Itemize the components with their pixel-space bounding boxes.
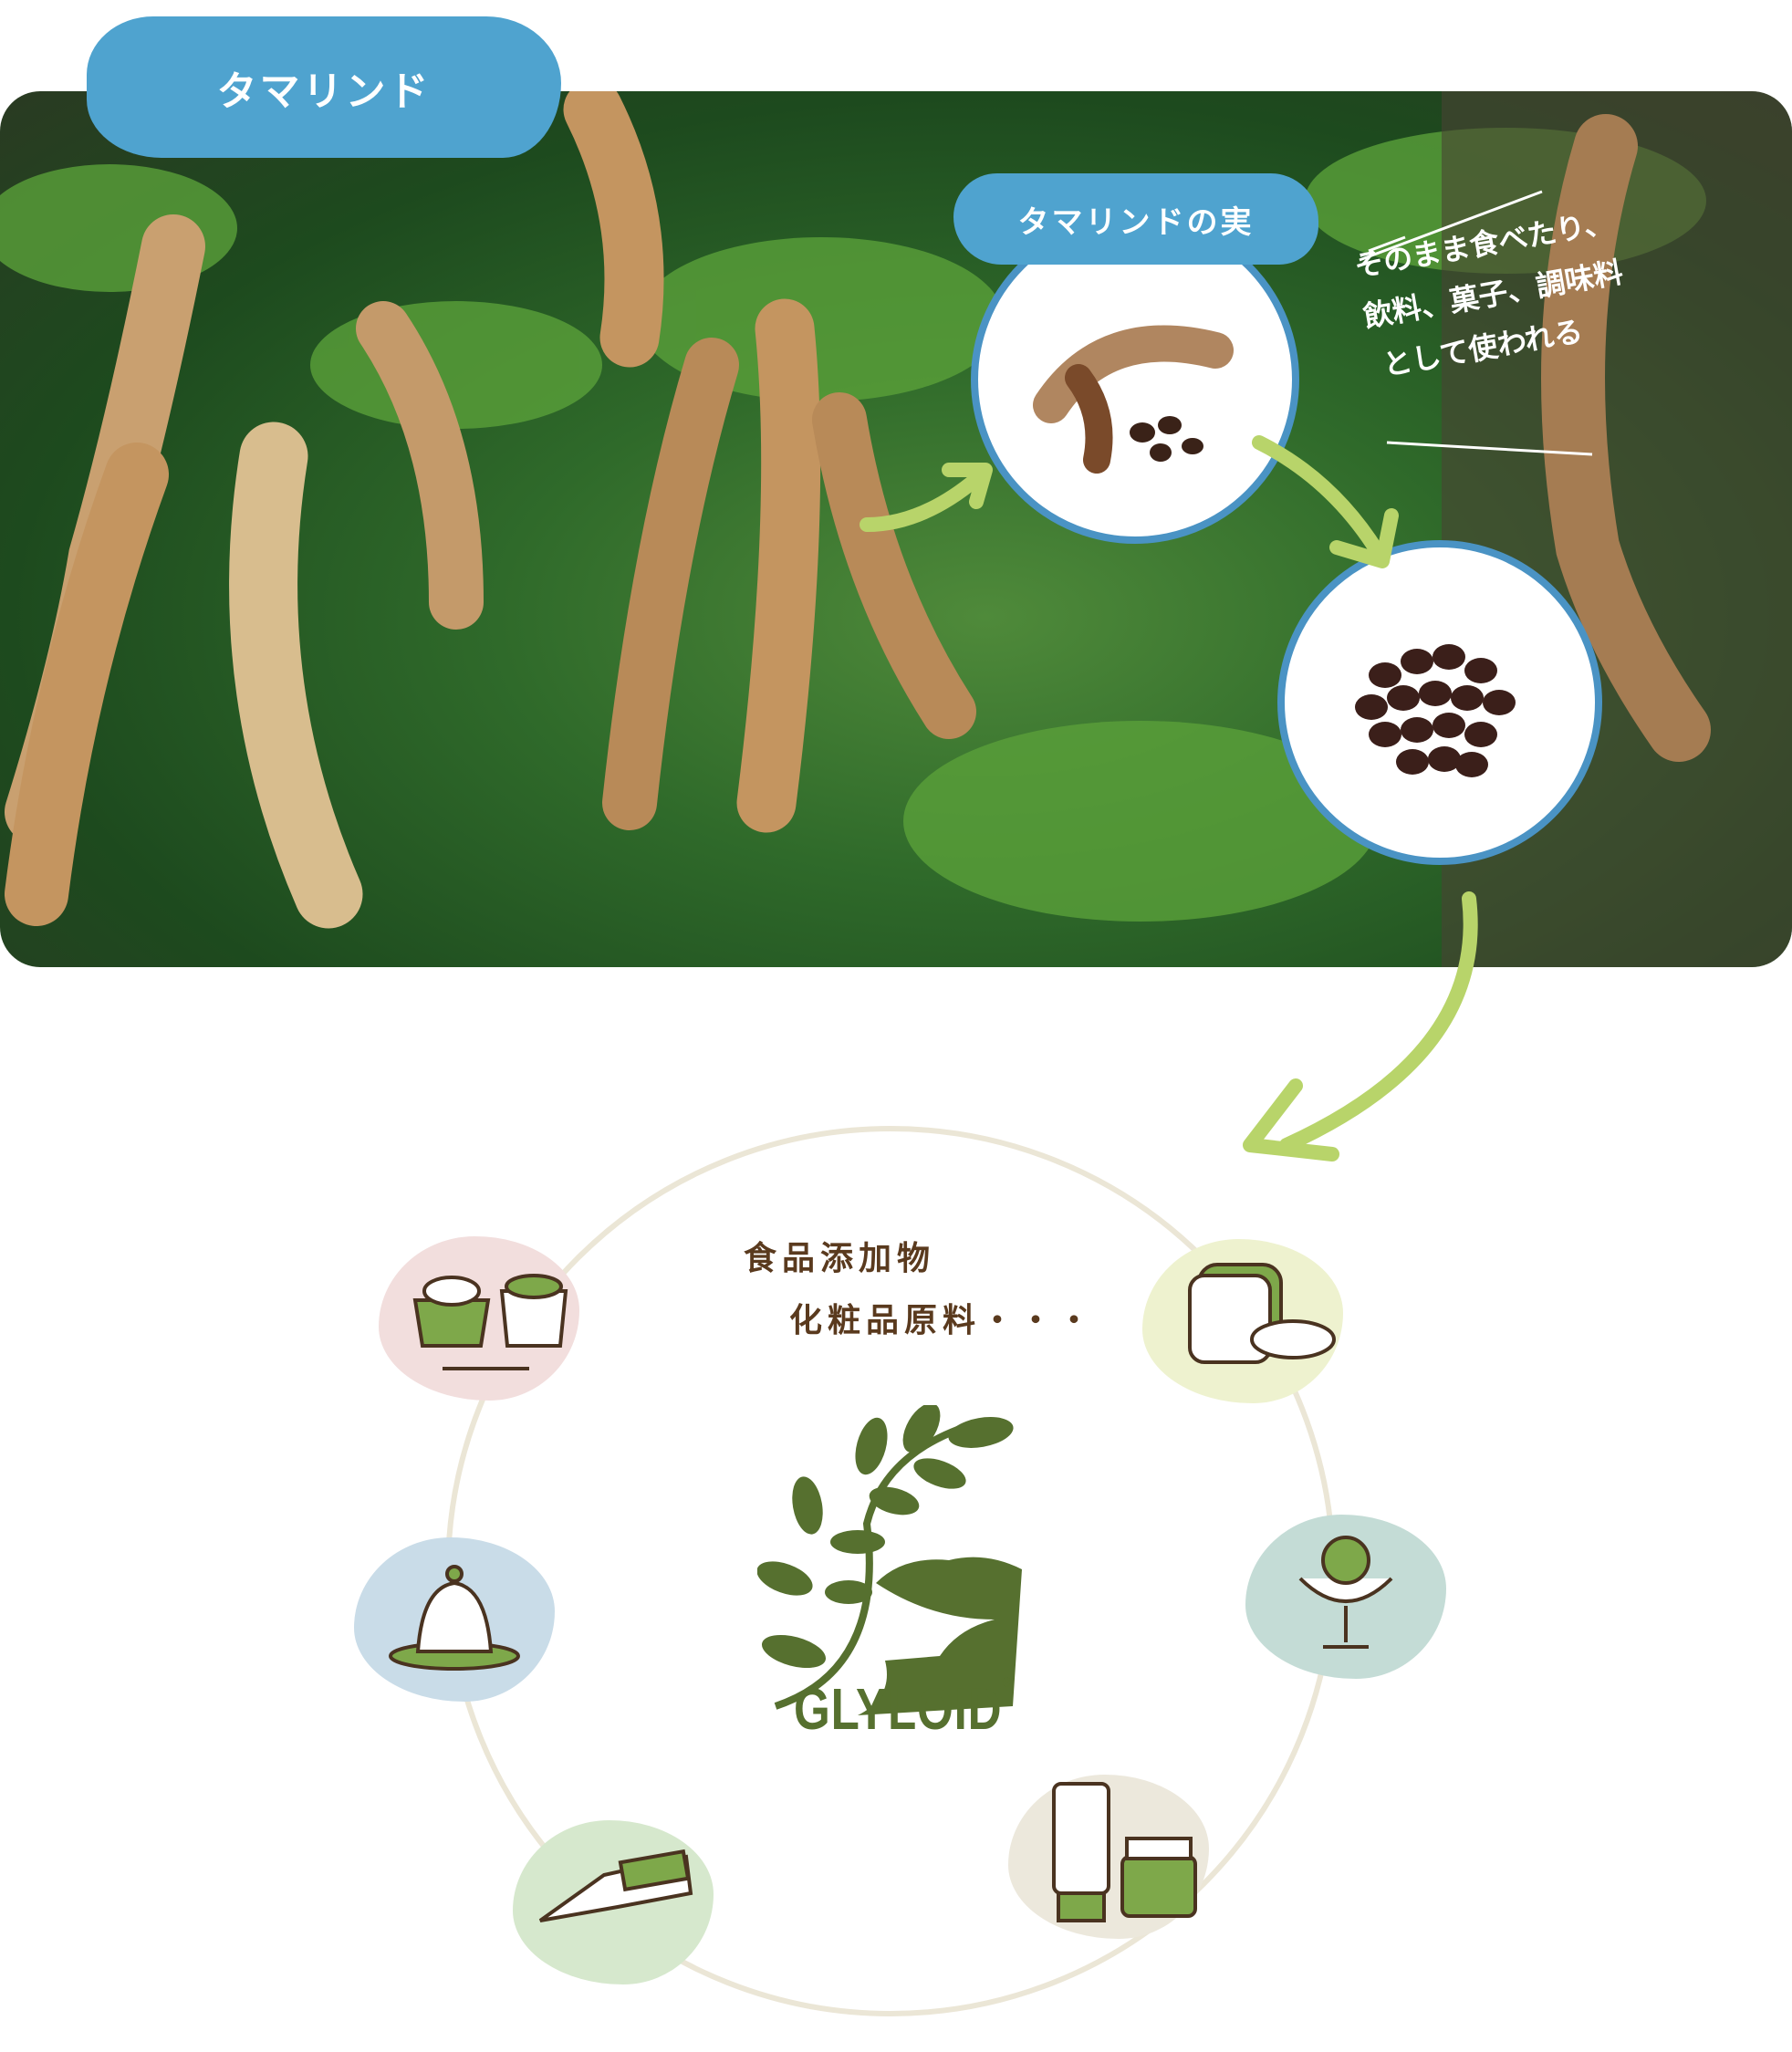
tamarind-pods-image [1033,325,1234,474]
parfait-icon [1245,1515,1446,1679]
pudding-icon [354,1537,555,1702]
cosmetic-material-text: 化粧品原料・・・ [789,1302,1097,1339]
tamarind-tree-illustration [0,91,1792,967]
glyloid-logo-text: GLYLOID® [794,1675,1012,1742]
tamarind-fruit-label: タマリンドの実 [953,173,1318,265]
tamarind-fruit-circle [971,215,1299,544]
dessert-cups-icon [379,1236,579,1401]
cosmetics-icon [1008,1775,1209,1939]
tamarind-title-label: タマリンド [87,16,561,158]
hand-cream-icon [513,1820,714,1984]
bread-icon [1142,1239,1343,1403]
tamarind-seeds-image [1355,644,1516,777]
tamarind-seeds-circle [1277,540,1602,865]
food-additive-text: 食品添加物 [744,1240,936,1277]
glyloid-logo-icon [757,1405,1022,1715]
